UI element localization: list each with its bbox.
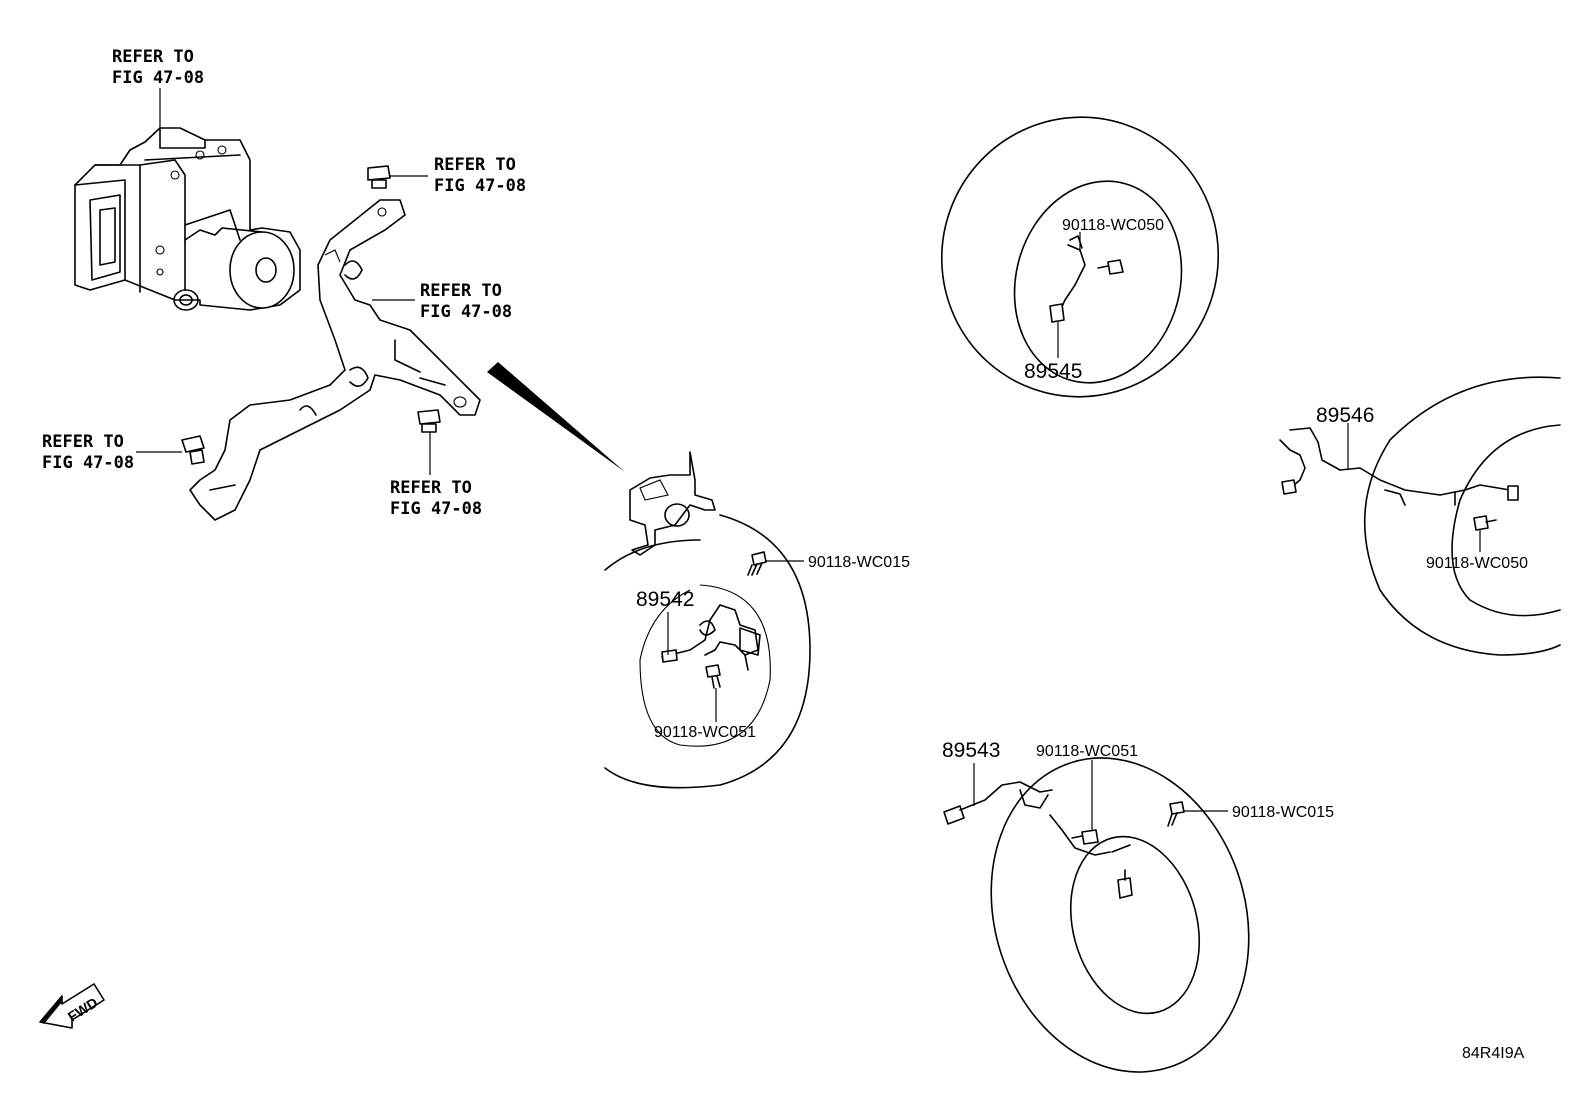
p89542-label: 89542 <box>636 588 694 611</box>
wheel-front-right <box>940 116 1220 398</box>
wheel-front-left <box>604 514 811 789</box>
abs-bracket[interactable] <box>189 199 481 521</box>
bolt-left-refer-label: REFER TO <box>42 432 124 452</box>
bracket-bolt-top[interactable] <box>367 165 391 189</box>
bolt-wc015-rear-left[interactable] <box>1167 801 1185 827</box>
abs-fig-label: FIG 47-08 <box>112 68 204 88</box>
p89543-label: 89543 <box>942 739 1000 762</box>
wc051-b-label: 90118-WC051 <box>1036 743 1138 760</box>
p89545-label: 89545 <box>1024 360 1082 383</box>
bolt-wc015-front-left[interactable] <box>747 551 767 576</box>
bolt-wc050-rear-right[interactable] <box>1473 515 1497 531</box>
wc050-b-label: 90118-WC050 <box>1426 555 1528 572</box>
bracket-fig-label: FIG 47-08 <box>420 302 512 322</box>
bolt-wc051-front-left[interactable] <box>705 664 721 689</box>
abs-actuator[interactable] <box>74 127 301 311</box>
bolt-wc050-front-right[interactable] <box>1097 259 1124 275</box>
sensor-89542[interactable] <box>661 604 761 671</box>
abs-mini-module <box>629 451 716 556</box>
diagram-id: 84R4I9A <box>1462 1045 1525 1062</box>
fwd-arrow-icon: FWD <box>39 983 105 1029</box>
bolt-top-refer-label: REFER TO <box>434 155 516 175</box>
bracket-refer-label: REFER TO <box>420 281 502 301</box>
p89546-label: 89546 <box>1316 404 1374 427</box>
bolt-bottom-fig-label: FIG 47-08 <box>390 499 482 519</box>
wheel-rear-left <box>990 757 1250 1073</box>
wc015-a-label: 90118-WC015 <box>808 554 910 571</box>
bolt-left-fig-label: FIG 47-08 <box>42 453 134 473</box>
bolt-top-fig-label: FIG 47-08 <box>434 176 526 196</box>
wc050-a-label: 90118-WC050 <box>1062 217 1164 234</box>
sensor-89545[interactable] <box>1049 235 1086 323</box>
sensor-89543[interactable] <box>943 781 1133 899</box>
sensor-89546[interactable] <box>1279 427 1519 506</box>
bracket-bolt-bottom[interactable] <box>417 409 441 433</box>
bracket-bolt-left[interactable] <box>181 435 205 465</box>
wheel-rear-right <box>1363 376 1561 656</box>
detail-pointer-arrow <box>487 362 625 472</box>
bolt-wc051-rear-left[interactable] <box>1071 829 1099 845</box>
abs-refer-label: REFER TO <box>112 47 194 67</box>
wc051-a-label: 90118-WC051 <box>654 724 756 741</box>
bolt-bottom-refer-label: REFER TO <box>390 478 472 498</box>
wc015-b-label: 90118-WC015 <box>1232 804 1334 821</box>
